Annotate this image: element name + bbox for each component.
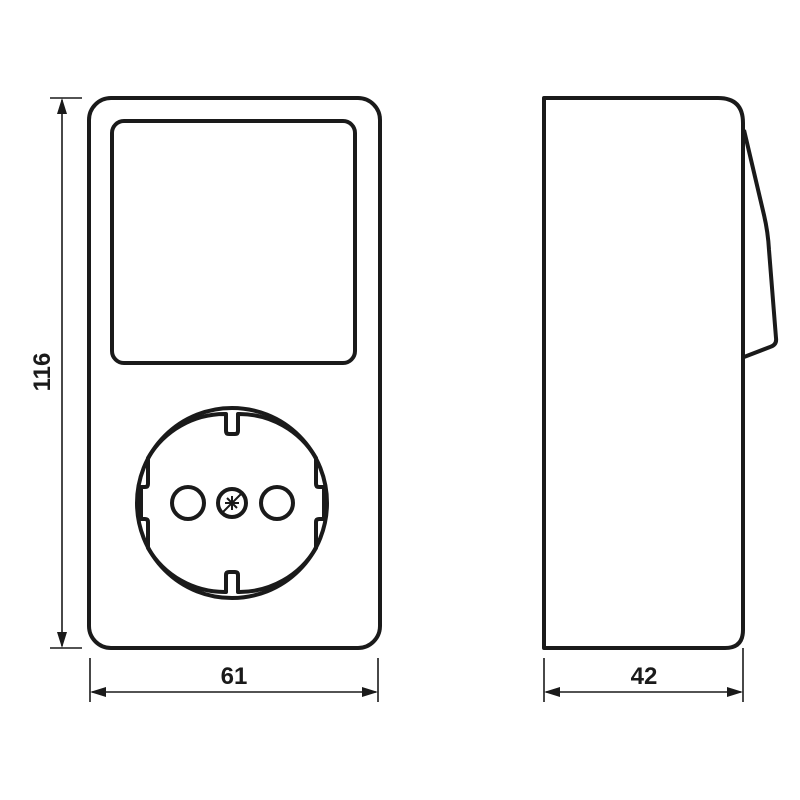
socket-pin-hole-left xyxy=(170,485,206,521)
depth-dimension: 42 xyxy=(543,648,744,702)
depth-label: 42 xyxy=(631,663,658,690)
front-housing xyxy=(87,96,382,650)
arrow-up-icon xyxy=(57,98,67,114)
arrow-left-icon xyxy=(544,687,560,697)
socket-inner-contour xyxy=(139,411,326,595)
screw-star-icon xyxy=(222,493,242,513)
height-label: 116 xyxy=(29,353,56,392)
schuko-socket xyxy=(135,406,329,600)
height-dimension: 116 xyxy=(29,97,82,649)
arrow-down-icon xyxy=(57,632,67,648)
front-view xyxy=(87,96,382,650)
side-housing xyxy=(542,96,745,650)
switch-rocker xyxy=(110,119,357,365)
earth-screw xyxy=(216,487,248,519)
socket-pin-hole-right xyxy=(259,485,295,521)
arrow-left-icon xyxy=(90,687,106,697)
width-label: 61 xyxy=(221,663,248,690)
side-view xyxy=(542,96,779,650)
socket-outer-ring xyxy=(135,406,329,600)
arrow-right-icon xyxy=(727,687,743,697)
width-dimension: 61 xyxy=(89,658,379,702)
arrow-right-icon xyxy=(362,687,378,697)
switch-rocker-profile xyxy=(742,129,779,359)
